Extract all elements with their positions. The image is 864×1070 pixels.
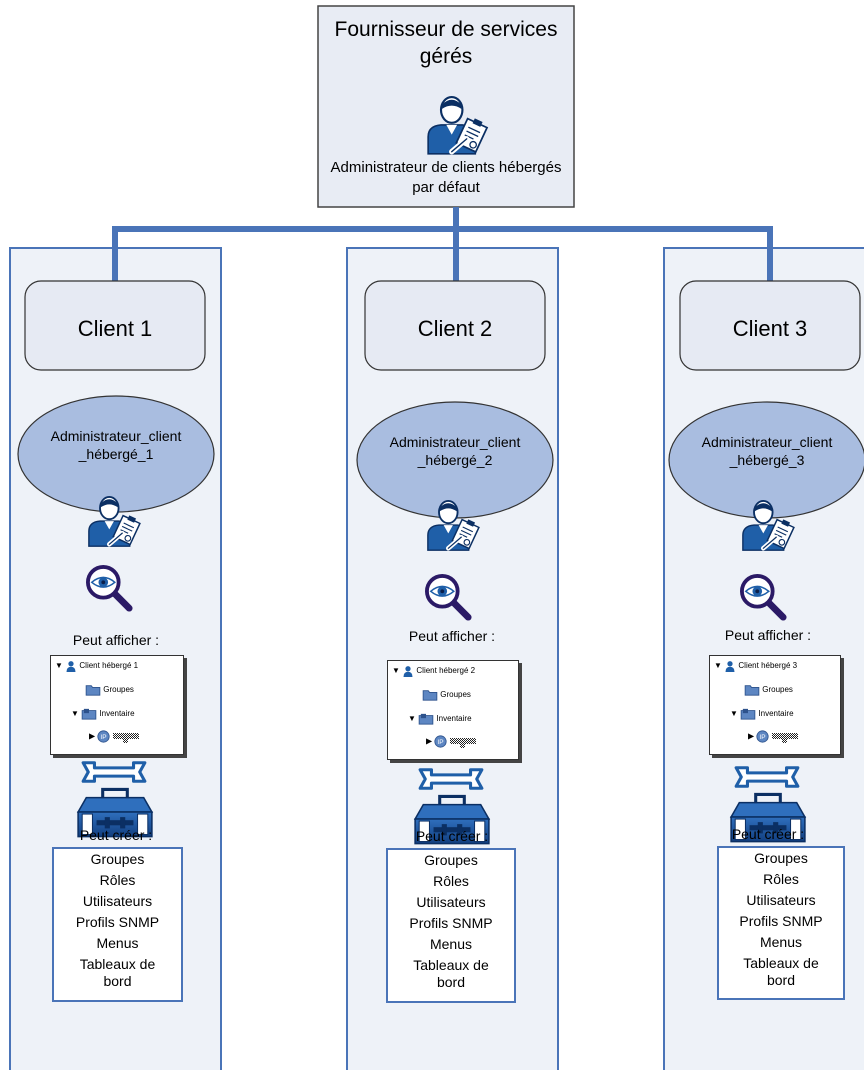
collapse-arrow-icon[interactable]: ▶ bbox=[89, 731, 96, 741]
folder-icon bbox=[422, 690, 438, 701]
ip-device-icon bbox=[434, 735, 447, 748]
can-create-list: Groupes Rôles Utilisateurs Profils SNMP … bbox=[717, 846, 845, 1000]
expand-arrow-icon[interactable]: ▼ bbox=[714, 661, 722, 671]
tree-groups-label: Groupes bbox=[762, 685, 793, 695]
client-name: Client 3 bbox=[732, 316, 808, 341]
tree-root-row[interactable]: ▼ Client hébergé 3 bbox=[714, 660, 797, 672]
client-box-3 bbox=[679, 280, 861, 371]
ip-device-icon bbox=[97, 730, 110, 743]
client-name: Client 2 bbox=[417, 316, 493, 341]
create-item: Profils SNMP bbox=[75, 914, 160, 930]
person-icon bbox=[725, 661, 735, 672]
inventory-tree-panel: ▼ Client hébergé 1 Groupes ▼ Inventaire … bbox=[50, 655, 184, 755]
create-item: Menus bbox=[429, 936, 473, 952]
client-box-2 bbox=[364, 280, 546, 371]
tree-groups-row[interactable]: Groupes bbox=[85, 684, 134, 696]
client-name: Client 1 bbox=[77, 316, 153, 341]
ip-device-icon bbox=[756, 730, 769, 743]
create-item: Rôles bbox=[99, 872, 136, 888]
create-item: Tableaux de bbox=[413, 957, 489, 973]
tree-inventory-label: Inventaire bbox=[99, 709, 135, 719]
tree-groups-row[interactable]: Groupes bbox=[744, 684, 793, 696]
can-view-label: Peut afficher : bbox=[408, 628, 496, 644]
tree-groups-row[interactable]: Groupes bbox=[422, 689, 471, 701]
create-item: bord bbox=[766, 972, 796, 988]
collapse-arrow-icon[interactable]: ▶ bbox=[748, 731, 755, 741]
tree-device-row[interactable]: ▶ bbox=[748, 730, 798, 743]
create-item: Profils SNMP bbox=[409, 915, 493, 931]
create-item: Groupes bbox=[90, 851, 145, 867]
create-item: Utilisateurs bbox=[82, 893, 153, 909]
tree-root-label: Client hébergé 1 bbox=[79, 661, 139, 671]
tree-root-row[interactable]: ▼ Client hébergé 1 bbox=[55, 660, 138, 672]
tree-inventory-row[interactable]: ▼ Inventaire bbox=[730, 708, 794, 720]
tree-inventory-label: Inventaire bbox=[436, 714, 472, 724]
inventory-icon bbox=[418, 713, 434, 725]
can-create-label: Peut créer : bbox=[79, 827, 153, 843]
collapse-arrow-icon[interactable]: ▶ bbox=[426, 736, 433, 746]
inventory-icon bbox=[740, 708, 756, 720]
masked-address-icon bbox=[771, 732, 798, 743]
tree-root-label: Client hébergé 2 bbox=[416, 666, 476, 676]
expand-arrow-icon[interactable]: ▼ bbox=[392, 666, 400, 676]
provider-title: Fournisseur de services gérés bbox=[334, 18, 558, 68]
folder-icon bbox=[744, 685, 760, 696]
can-create-list: Groupes Rôles Utilisateurs Profils SNMP … bbox=[52, 847, 183, 1002]
tree-device-row[interactable]: ▶ bbox=[426, 735, 476, 748]
admin-name: Administrateur_client _hébergé_1 bbox=[50, 428, 182, 462]
create-item: Groupes bbox=[754, 850, 808, 866]
inventory-tree-panel: ▼ Client hébergé 2 Groupes ▼ Inventaire … bbox=[387, 660, 519, 760]
person-icon bbox=[66, 661, 76, 672]
create-item: bord bbox=[103, 973, 132, 989]
connector-lines bbox=[112, 207, 773, 283]
expand-arrow-icon[interactable]: ▼ bbox=[71, 709, 79, 719]
create-item: Rôles bbox=[763, 871, 799, 887]
create-item: Tableaux de bbox=[79, 956, 156, 972]
masked-address-icon bbox=[112, 732, 139, 743]
tree-root-row[interactable]: ▼ Client hébergé 2 bbox=[392, 665, 475, 677]
create-item: Groupes bbox=[424, 852, 478, 868]
expand-arrow-icon[interactable]: ▼ bbox=[408, 714, 416, 724]
create-item: Menus bbox=[96, 935, 139, 951]
can-view-label: Peut afficher : bbox=[72, 632, 160, 648]
can-create-label: Peut créer : bbox=[731, 826, 805, 842]
tree-inventory-label: Inventaire bbox=[758, 709, 794, 719]
create-item: Rôles bbox=[433, 873, 469, 889]
inventory-icon bbox=[81, 708, 97, 720]
can-create-list: Groupes Rôles Utilisateurs Profils SNMP … bbox=[386, 848, 516, 1003]
tree-groups-label: Groupes bbox=[440, 690, 471, 700]
admin-name: Administrateur_client _hébergé_3 bbox=[701, 434, 833, 468]
create-item: Utilisateurs bbox=[416, 894, 486, 910]
person-icon bbox=[403, 666, 413, 677]
tree-device-row[interactable]: ▶ bbox=[89, 730, 139, 743]
tree-groups-label: Groupes bbox=[103, 685, 134, 695]
can-view-label: Peut afficher : bbox=[724, 627, 812, 643]
create-item: Menus bbox=[759, 934, 803, 950]
create-item: Profils SNMP bbox=[739, 913, 823, 929]
create-item: Tableaux de bbox=[743, 955, 819, 971]
masked-address-icon bbox=[449, 737, 476, 748]
folder-icon bbox=[85, 685, 101, 696]
tree-root-label: Client hébergé 3 bbox=[738, 661, 798, 671]
create-item: bord bbox=[436, 974, 466, 990]
client-box-1 bbox=[24, 280, 206, 371]
provider-admin-label: Administrateur de clients hébergés par d… bbox=[330, 159, 562, 196]
create-item: Utilisateurs bbox=[746, 892, 816, 908]
tree-inventory-row[interactable]: ▼ Inventaire bbox=[408, 713, 472, 725]
expand-arrow-icon[interactable]: ▼ bbox=[730, 709, 738, 719]
can-create-label: Peut créer : bbox=[415, 828, 489, 844]
tree-inventory-row[interactable]: ▼ Inventaire bbox=[71, 708, 135, 720]
inventory-tree-panel: ▼ Client hébergé 3 Groupes ▼ Inventaire … bbox=[709, 655, 841, 755]
expand-arrow-icon[interactable]: ▼ bbox=[55, 661, 63, 671]
admin-name: Administrateur_client _hébergé_2 bbox=[389, 434, 521, 468]
